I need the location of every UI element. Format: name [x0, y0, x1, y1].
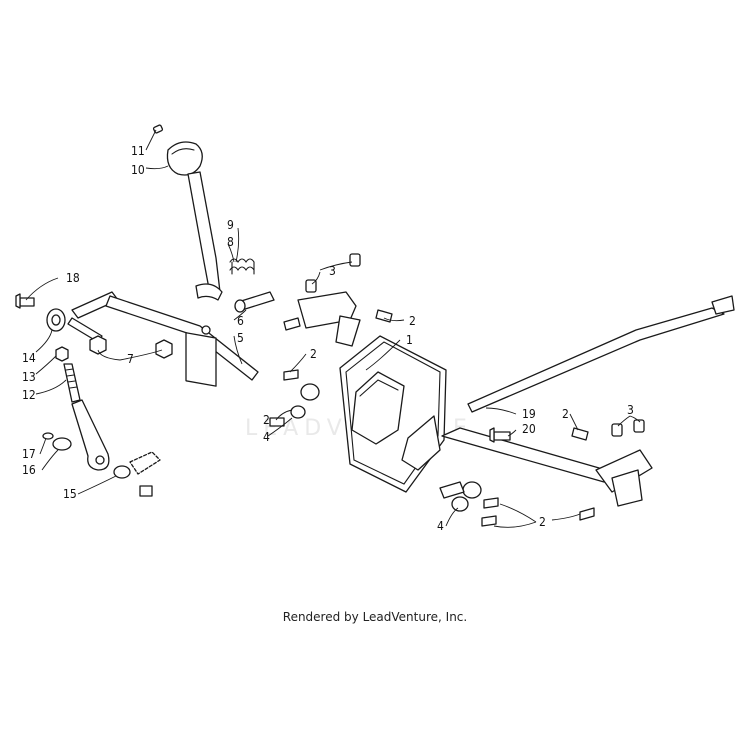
shift-arm-16 [71, 399, 110, 471]
callout-18: 18 [66, 271, 80, 285]
shift-rod [467, 295, 735, 413]
bolt-2-mid [269, 369, 299, 427]
callout-10: 10 [131, 163, 145, 177]
callout-2-mid: 2 [310, 347, 317, 361]
clip-3-upper [305, 253, 361, 293]
bolt-20 [489, 427, 511, 443]
callout-2-upper: 2 [409, 314, 416, 328]
shift-rod-lower [441, 427, 653, 507]
callout-19: 19 [522, 407, 536, 421]
shift-knob [166, 141, 203, 176]
callout-20: 20 [522, 422, 536, 436]
callout-2-lower: 2 [539, 515, 546, 529]
leader-lines [25, 129, 641, 528]
callout-6: 6 [237, 314, 244, 328]
nut-7 [89, 335, 173, 359]
callout-9: 9 [227, 218, 234, 232]
bolt-18 [15, 293, 35, 309]
washer-17 [42, 432, 72, 451]
callout-3-upper: 3 [329, 264, 336, 278]
callout-8: 8 [227, 235, 234, 249]
bolt-2-lower [481, 427, 595, 527]
rendered-by-credit: Rendered by LeadVenture, Inc. [282, 610, 468, 624]
shaft-bolt-6 [234, 291, 275, 313]
callout-4-right: 4 [437, 519, 444, 533]
bushing-15 [113, 451, 161, 497]
spacer-4-left [290, 383, 320, 419]
callout-3-right: 3 [627, 403, 634, 417]
callout-14: 14 [22, 351, 36, 365]
callout-7: 7 [127, 352, 134, 366]
callout-1: 1 [406, 333, 413, 347]
shift-lever [187, 171, 223, 301]
callout-13: 13 [22, 370, 36, 384]
threaded-rod-12 [63, 363, 81, 403]
callout-11: 11 [131, 144, 145, 158]
callout-16: 16 [22, 463, 36, 477]
jam-nut-13 [55, 346, 69, 362]
callout-17: 17 [22, 447, 36, 461]
clip-3-right [611, 419, 645, 437]
callout-labels: 11 10 9 8 18 3 2 6 1 5 2 14 7 13 12 2 4 … [22, 144, 634, 533]
callout-2-right: 2 [562, 407, 569, 421]
callout-15: 15 [63, 487, 77, 501]
mount-tab-upper [297, 291, 361, 347]
mount-frame [339, 335, 447, 493]
ball-joint-14 [46, 308, 66, 332]
spacer-4-right [439, 481, 482, 512]
callout-2-left: 2 [263, 413, 270, 427]
callout-12: 12 [22, 388, 36, 402]
bolt-2-upper [283, 309, 393, 331]
callout-4-left: 4 [263, 430, 270, 444]
spring [229, 258, 255, 275]
callout-5: 5 [237, 331, 244, 345]
shift-shaft [67, 291, 259, 387]
